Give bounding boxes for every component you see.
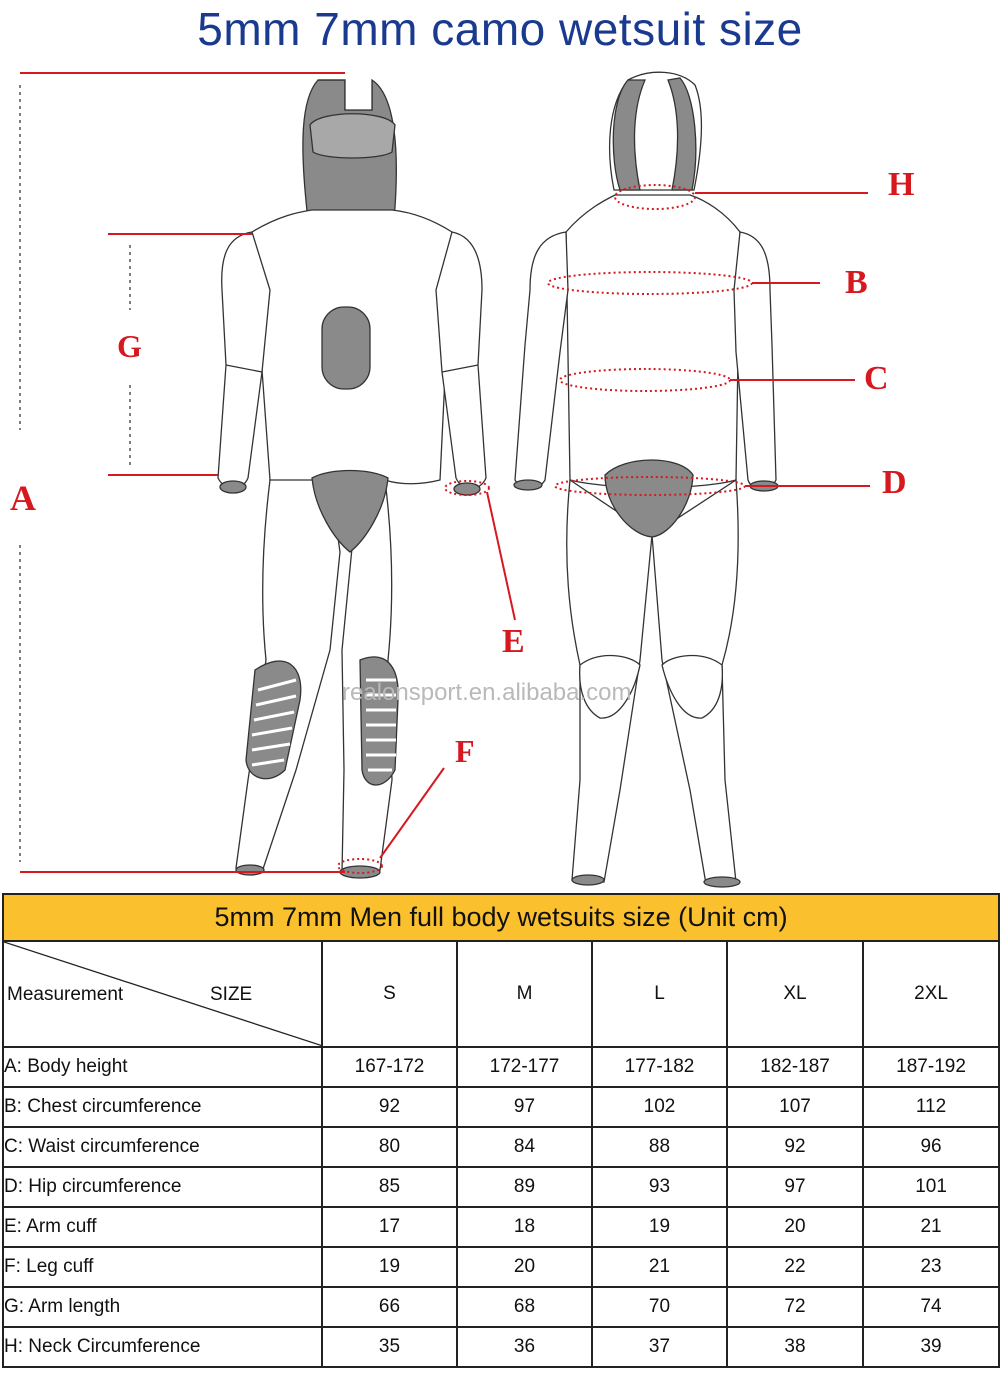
measurement-value: 93 <box>591 1166 728 1208</box>
measurement-value: 39 <box>861 1326 1000 1368</box>
measurement-label: G: Arm length <box>2 1286 323 1328</box>
measurement-value: 20 <box>456 1246 593 1288</box>
measurement-label: B: Chest circumference <box>2 1086 323 1128</box>
measurement-value: 21 <box>591 1246 728 1288</box>
label-f: F <box>455 733 475 769</box>
corner-diagonal <box>4 942 323 1046</box>
measurement-value: 177-182 <box>591 1046 728 1088</box>
size-header-m: M <box>456 940 593 1048</box>
size-header-2xl: 2XL <box>861 940 1000 1048</box>
label-d: D <box>882 464 907 501</box>
measurement-value: 17 <box>321 1206 458 1248</box>
measurement-value: 107 <box>726 1086 864 1128</box>
measurement-value: 112 <box>861 1086 1000 1128</box>
measurement-value: 18 <box>456 1206 593 1248</box>
measurement-value: 172-177 <box>456 1046 593 1088</box>
measurement-label: D: Hip circumference <box>2 1166 323 1208</box>
measurement-value: 97 <box>726 1166 864 1208</box>
measurement-value: 80 <box>321 1126 458 1168</box>
size-chart-table: 5mm 7mm Men full body wetsuits size (Uni… <box>1 893 1000 1368</box>
measurement-value: 19 <box>591 1206 728 1248</box>
measurement-label: F: Leg cuff <box>2 1246 323 1288</box>
measurement-value: 97 <box>456 1086 593 1128</box>
measurement-value: 89 <box>456 1166 593 1208</box>
measurement-value: 38 <box>726 1326 864 1368</box>
watermark: realonsport.en.alibaba.com <box>342 679 632 706</box>
corner-size-label: SIZE <box>210 984 253 1005</box>
page-title: 5mm 7mm camo wetsuit size <box>197 3 803 55</box>
measurement-value: 68 <box>456 1286 593 1328</box>
size-header-l: L <box>591 940 728 1048</box>
measurement-value: 66 <box>321 1286 458 1328</box>
label-g: G <box>117 328 142 364</box>
label-a: A <box>10 478 36 518</box>
back-wetsuit-figure <box>513 71 779 888</box>
measurement-value: 74 <box>861 1286 1000 1328</box>
measurement-value: 19 <box>321 1246 458 1288</box>
measurement-value: 20 <box>726 1206 864 1248</box>
wetsuit-diagram: A G H B C D E F realonsport.en.alibaba.c… <box>10 71 914 888</box>
measurement-value: 167-172 <box>321 1046 458 1088</box>
measurement-value: 187-192 <box>861 1046 1000 1088</box>
measurement-value: 35 <box>321 1326 458 1368</box>
measurement-value: 101 <box>861 1166 1000 1208</box>
label-h: H <box>888 166 914 203</box>
measurement-value: 96 <box>861 1126 1000 1168</box>
measurement-value: 182-187 <box>726 1046 864 1088</box>
corner-header-cell: Measurement SIZE <box>2 940 323 1048</box>
label-c: C <box>864 360 889 397</box>
corner-measurement-label: Measurement <box>7 984 124 1005</box>
measurement-value: 88 <box>591 1126 728 1168</box>
measurement-value: 84 <box>456 1126 593 1168</box>
measurement-label: A: Body height <box>2 1046 323 1088</box>
label-e: E <box>502 623 525 660</box>
size-header-s: S <box>321 940 458 1048</box>
table-caption: 5mm 7mm Men full body wetsuits size (Uni… <box>1 893 1000 942</box>
label-b: B <box>845 264 868 301</box>
measurement-value: 23 <box>861 1246 1000 1288</box>
measurement-value: 102 <box>591 1086 728 1128</box>
size-header-xl: XL <box>726 940 864 1048</box>
measurement-label: H: Neck Circumference <box>2 1326 323 1368</box>
measurement-label: E: Arm cuff <box>2 1206 323 1248</box>
measurement-value: 22 <box>726 1246 864 1288</box>
measurement-value: 36 <box>456 1326 593 1368</box>
measurement-value: 21 <box>861 1206 1000 1248</box>
measurement-value: 70 <box>591 1286 728 1328</box>
measurement-value: 92 <box>726 1126 864 1168</box>
front-wetsuit-figure <box>217 78 487 879</box>
measurement-value: 72 <box>726 1286 864 1328</box>
measurement-value: 37 <box>591 1326 728 1368</box>
measurement-value: 92 <box>321 1086 458 1128</box>
measurement-label: C: Waist circumference <box>2 1126 323 1168</box>
measurement-value: 85 <box>321 1166 458 1208</box>
